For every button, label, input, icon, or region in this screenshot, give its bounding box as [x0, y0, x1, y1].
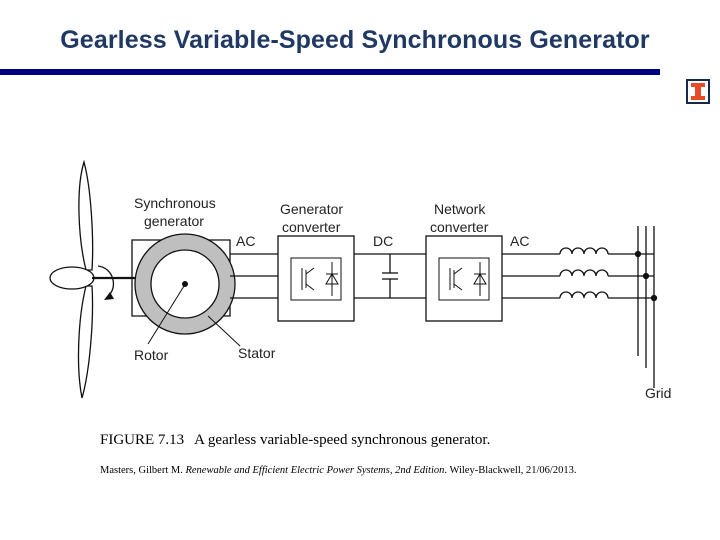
ac-lines-right — [502, 253, 560, 299]
label-ac-right: AC — [510, 233, 529, 249]
figure-caption: FIGURE 7.13 A gearless variable-speed syn… — [100, 432, 490, 449]
label-network-converter-1: Network — [434, 201, 486, 217]
title-rule — [0, 69, 660, 75]
label-generator-converter-1: Generator — [280, 201, 343, 217]
wind-turbine-blades — [77, 159, 94, 399]
label-generator: generator — [144, 213, 204, 229]
university-logo-icon — [686, 79, 710, 104]
label-rotor: Rotor — [134, 347, 169, 363]
label-grid: Grid — [645, 385, 671, 401]
caption-text: A gearless variable-speed synchronous ge… — [194, 432, 491, 448]
rotation-arrow-icon — [97, 265, 115, 297]
figure-number: FIGURE 7.13 — [100, 432, 185, 448]
label-network-converter-2: converter — [430, 219, 489, 235]
network-converter — [425, 235, 503, 322]
citation-title: Renewable and Efficient Electric Power S… — [185, 465, 445, 476]
citation-publisher: . Wiley-Blackwell, 21/06/2013. — [444, 465, 577, 476]
slide-title: Gearless Variable-Speed Synchronous Gene… — [60, 26, 650, 54]
ac-lines-left — [230, 253, 278, 299]
rotor-center — [182, 281, 188, 287]
generator-converter — [277, 235, 355, 322]
source-citation: Masters, Gilbert M. Renewable and Effici… — [100, 465, 576, 476]
turbine-hub — [49, 266, 95, 290]
generator-diagram: Synchronous generator Generator converte… — [49, 159, 671, 401]
label-stator: Stator — [238, 345, 276, 361]
rotor-pointer — [147, 285, 185, 345]
rotation-arrowhead — [104, 292, 114, 300]
dc-link — [354, 253, 426, 299]
label-synchronous: Synchronous — [134, 195, 216, 211]
synchronous-generator — [131, 233, 236, 335]
label-ac-left: AC — [236, 233, 255, 249]
label-dc: DC — [373, 233, 393, 249]
label-generator-converter-2: converter — [282, 219, 341, 235]
grid-busbars — [634, 226, 658, 388]
stator-pointer — [207, 315, 241, 347]
citation-authors: Masters, Gilbert M. — [100, 465, 186, 476]
